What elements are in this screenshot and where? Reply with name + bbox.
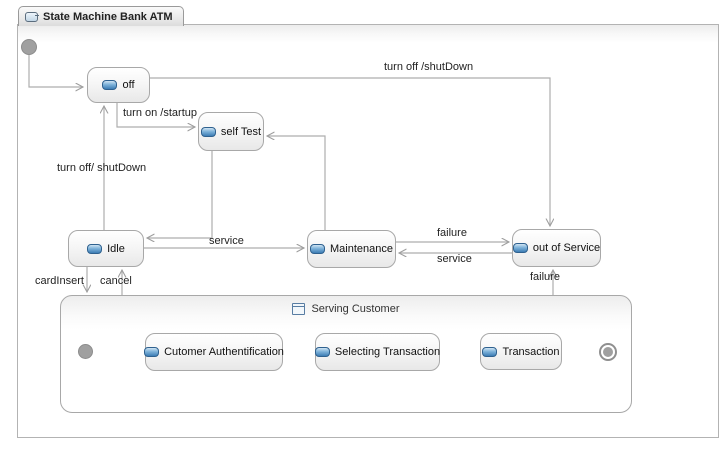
transition-label-turn-off-shutdown[interactable]: turn off /shutDown [384, 61, 474, 73]
state-maintenance[interactable]: Maintenance [307, 230, 396, 268]
state-icon [314, 347, 330, 357]
state-icon [200, 126, 216, 137]
transition-label-cardinsert[interactable]: cardInsert [35, 275, 84, 287]
transition-label-cancel[interactable]: cancel [100, 275, 132, 287]
state-label: Cutomer Authentification [164, 346, 284, 358]
state-idle[interactable]: Idle [68, 230, 144, 267]
statemachine-icon [25, 11, 39, 22]
inner-initial-state-node[interactable] [78, 344, 93, 359]
state-label: Maintenance [330, 243, 393, 255]
transition-label-service[interactable]: service [209, 235, 244, 247]
transition-self-test-to-idle[interactable] [147, 151, 213, 238]
transition-label-service-right[interactable]: service [437, 253, 472, 265]
transition-initial-to-off[interactable] [28, 55, 83, 87]
state-icon [87, 243, 103, 254]
transition-label-failure[interactable]: failure [437, 227, 467, 239]
state-label: Idle [107, 242, 125, 255]
state-out-of-service[interactable]: out of Service [512, 229, 601, 267]
state-transaction[interactable]: Transaction [480, 333, 562, 370]
final-state-dot [603, 347, 613, 357]
state-self-test[interactable]: self Test [198, 112, 264, 151]
final-state-node[interactable] [599, 343, 617, 361]
state-icon [102, 80, 118, 90]
state-label: Transaction [502, 345, 560, 358]
state-icon [512, 243, 528, 253]
diagram-title: State Machine Bank ATM [43, 10, 173, 23]
composite-state-icon [292, 303, 306, 315]
state-label: off [122, 79, 135, 91]
serving-customer-header: Serving Customer [61, 296, 631, 322]
state-customer-authentification[interactable]: Cutomer Authentification [144, 333, 284, 371]
diagram-tab[interactable]: State Machine Bank ATM [18, 6, 184, 26]
state-selecting-transaction[interactable]: Selecting Transaction [314, 333, 441, 371]
state-off[interactable]: off [87, 67, 150, 103]
state-icon [310, 244, 325, 254]
transition-label-failure-bottom[interactable]: failure [530, 271, 560, 283]
state-icon [482, 346, 498, 357]
transition-label-turn-on-startup[interactable]: turn on /startup [123, 107, 197, 119]
state-label: Selecting Transaction [334, 346, 441, 358]
state-label: Serving Customer [311, 303, 400, 315]
transition-maintenance-to-self-test[interactable] [267, 136, 326, 230]
state-label: self Test [220, 125, 262, 138]
state-label: out of Service [532, 242, 601, 254]
transition-label-turn-off-shutdown-left[interactable]: turn off/ shutDown [57, 162, 147, 174]
transition-off-to-self-test[interactable] [116, 103, 195, 127]
initial-state-node[interactable] [21, 39, 37, 55]
transition-off-to-out-of-service[interactable] [150, 77, 550, 226]
state-icon [144, 347, 160, 357]
